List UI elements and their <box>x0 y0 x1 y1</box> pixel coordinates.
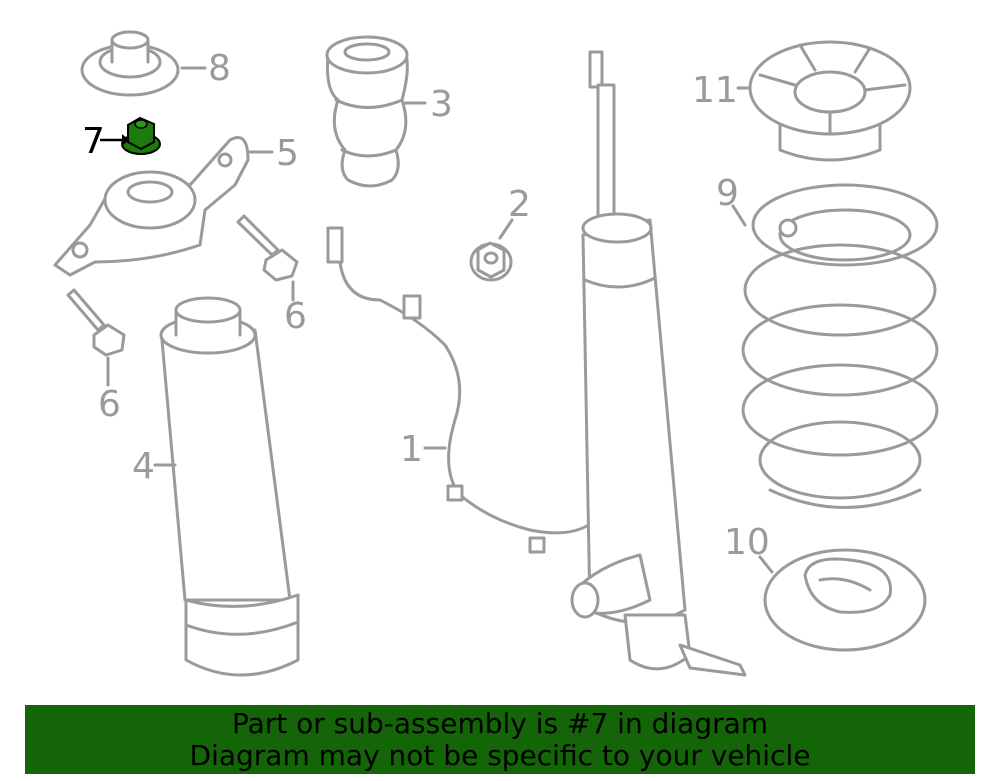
part-2-nut[interactable] <box>469 241 513 282</box>
callout-10[interactable]: 10 <box>724 522 770 563</box>
shock-absorber[interactable] <box>570 50 747 677</box>
part-10-lower-insulator[interactable] <box>763 548 927 652</box>
part-6-bolt-right[interactable] <box>236 214 299 282</box>
part-6-bolt-left[interactable] <box>66 288 126 357</box>
part-8-mount-cap[interactable] <box>80 30 180 97</box>
callout-11[interactable]: 11 <box>692 70 738 111</box>
callout-4[interactable]: 4 <box>132 446 155 487</box>
callout-2[interactable]: 2 <box>508 184 531 225</box>
leader-10 <box>758 555 774 574</box>
banner-line-2: Diagram may not be specific to your vehi… <box>189 739 811 772</box>
callout-9[interactable]: 9 <box>716 173 739 214</box>
banner-line-1: Part or sub-assembly is #7 in diagram <box>231 707 769 740</box>
leader-9 <box>731 204 747 227</box>
callout-6b[interactable]: 6 <box>98 384 121 425</box>
callout-7[interactable]: 7 <box>82 121 105 162</box>
callout-3[interactable]: 3 <box>430 84 453 125</box>
callout-1[interactable]: 1 <box>400 429 423 470</box>
callout-8[interactable]: 8 <box>208 48 231 89</box>
callout-6a[interactable]: 6 <box>284 296 307 337</box>
part-info-banner: Part or sub-assembly is #7 in diagram Di… <box>25 705 975 774</box>
part-9-coil-spring[interactable] <box>741 183 939 509</box>
part-7-nut-highlighted[interactable] <box>121 116 161 155</box>
part-3-bump-stop[interactable] <box>325 35 409 188</box>
part-5-upper-mount[interactable] <box>53 136 250 277</box>
part-4-dust-boot[interactable] <box>159 296 300 677</box>
callout-5[interactable]: 5 <box>276 133 299 174</box>
part-11-upper-insulator[interactable] <box>748 40 912 162</box>
leader-2 <box>498 218 514 240</box>
